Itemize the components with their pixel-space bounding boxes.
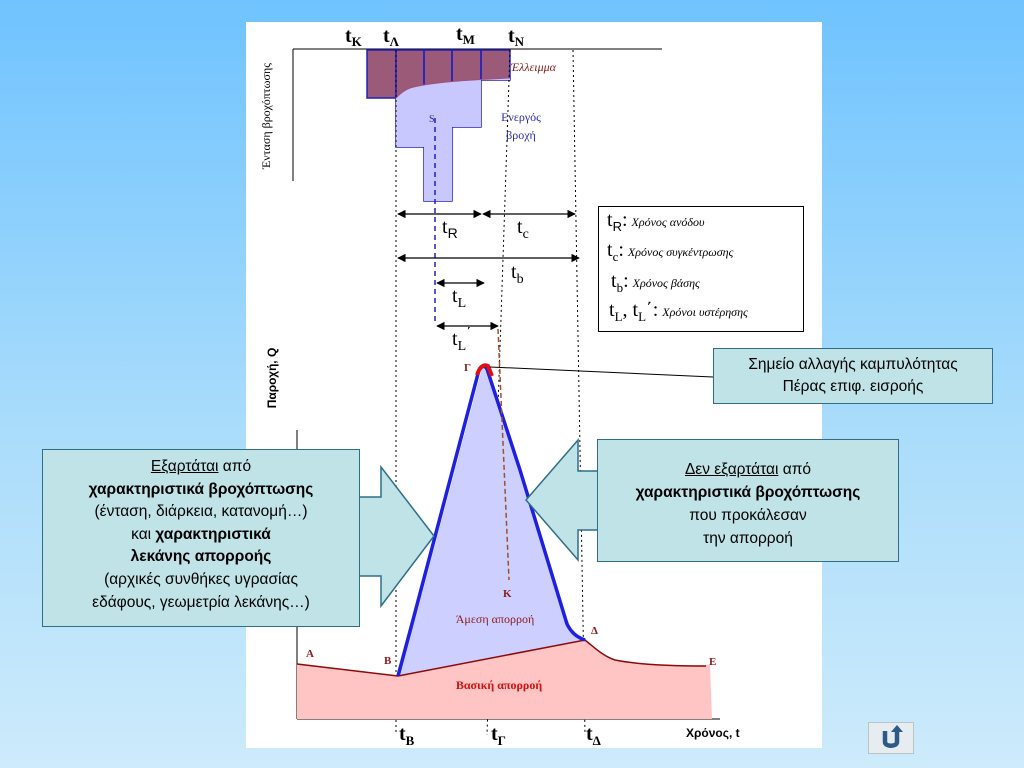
depends-line-7: εδάφους, γεωμετρία λεκάνης…) bbox=[92, 593, 310, 611]
depends-line-4: και χαρακτηριστικά bbox=[131, 525, 271, 543]
label-tL-prime: tL΄ bbox=[452, 325, 471, 354]
curvature-pointer bbox=[489, 366, 714, 378]
centroid-label: S bbox=[429, 114, 435, 125]
mark-tN: tN bbox=[508, 25, 525, 49]
active-rain-label-2: βροχή bbox=[506, 128, 536, 142]
hydro-x-label: Χρόνος, t bbox=[686, 726, 740, 740]
legend-item-tc: tc:Χρόνος συγκέντρωσης bbox=[607, 239, 734, 264]
arrow-shape-right bbox=[525, 437, 600, 563]
legend-item-tL: tL, tL΄:Χρόνοι υστέρησης bbox=[609, 299, 748, 324]
mark-tK: tK bbox=[345, 25, 363, 49]
curvature-line-2: Πέρας επιφ. εισροής bbox=[782, 378, 924, 395]
callout-depends: Εξαρτάται από χαρακτηριστικά βροχόπτωσης… bbox=[42, 449, 360, 627]
notdep-line-3: που προκάλεσαν bbox=[689, 507, 807, 524]
depends-line-2: χαρακτηριστικά βροχόπτωσης bbox=[88, 480, 314, 498]
inflection-point-marker bbox=[475, 363, 494, 377]
arrow-shape-left bbox=[357, 464, 435, 609]
active-rain-fill bbox=[396, 78, 510, 201]
label-tc: tc bbox=[517, 216, 529, 242]
depends-line-1: Εξαρτάται από bbox=[150, 458, 252, 475]
legend-item-tR: tR:Χρόνος ανόδου bbox=[607, 209, 705, 234]
return-arrow-icon bbox=[882, 725, 903, 748]
label-tR: tR bbox=[442, 216, 458, 241]
hydro-y-label: Παροχή, Q bbox=[265, 348, 279, 409]
deficit-boundary bbox=[395, 77, 511, 99]
base-flow-line bbox=[296, 639, 707, 677]
notdep-line-1: Δεν εξαρτάται από bbox=[684, 461, 812, 478]
label-tL: tL bbox=[452, 285, 466, 311]
depends-line-6: (αρχικές συνθήκες υγρασίας bbox=[104, 570, 298, 588]
point-G: Γ bbox=[464, 362, 471, 374]
guide-tDelta bbox=[572, 49, 586, 736]
point-A: Α bbox=[306, 648, 314, 660]
notdep-line-2: χαρακτηριστικά βροχόπτωσης bbox=[635, 484, 861, 501]
point-K: Κ bbox=[503, 588, 512, 600]
direct-runoff-label: Άμεση απορροή bbox=[456, 612, 534, 626]
mark-tB: tB bbox=[399, 723, 415, 748]
back-button[interactable] bbox=[868, 722, 914, 754]
legend-item-tb: tb:Χρόνος βάσης bbox=[611, 270, 700, 295]
notdep-line-4: την απορροή bbox=[703, 530, 793, 547]
base-runoff-label: Βασική απορροή bbox=[456, 678, 543, 692]
direct-runoff-area bbox=[398, 368, 585, 676]
deficit-bar-1 bbox=[366, 49, 397, 99]
curvature-line-1: Σημείο αλλαγής καμπυλότητας bbox=[748, 356, 958, 373]
depends-line-3: (ένταση, διάρκεια, κατανομή…) bbox=[94, 503, 308, 521]
deficit-label: Έλλειμμα bbox=[510, 60, 557, 74]
hyeto-y-label: Ένταση βροχόπτωσης bbox=[259, 63, 273, 170]
callout-curvature: Σημείο αλλαγής καμπυλότητας Πέρας επιφ. … bbox=[713, 348, 993, 404]
callout-not-depends: Δεν εξαρτάται από χαρακτηριστικά βροχόπτ… bbox=[597, 439, 899, 562]
legend-box: tR:Χρόνος ανόδου tc:Χρόνος συγκέντρωσης … bbox=[598, 206, 804, 332]
lag-line-K bbox=[497, 328, 510, 581]
point-D: Δ bbox=[591, 625, 598, 637]
base-flow-area bbox=[297, 640, 712, 719]
active-rain-label-1: Ενεργός bbox=[501, 110, 541, 124]
point-E: Ε bbox=[709, 656, 716, 668]
mark-tDelta: tΔ bbox=[586, 723, 601, 748]
mark-tM: tM bbox=[456, 23, 475, 47]
mark-tGamma: tΓ bbox=[491, 723, 506, 748]
point-B: Β bbox=[384, 655, 392, 667]
mark-tL: tΛ bbox=[383, 25, 400, 49]
label-tb: tb bbox=[511, 261, 524, 287]
depends-line-5: λεκάνης απορροής bbox=[130, 548, 272, 566]
